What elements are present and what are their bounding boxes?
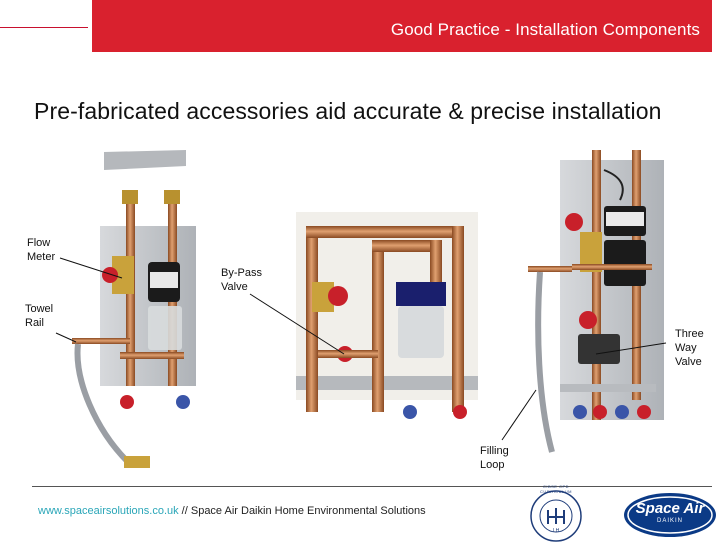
header-bar: Good Practice - Installation Components	[92, 0, 712, 52]
towel-rail-leader	[55, 332, 77, 343]
space-air-logo	[624, 493, 716, 537]
cibse-ring-text: CIBSE CPD CURRICULUM	[540, 484, 572, 494]
footer-company: Space Air Daikin Home Environmental Solu…	[190, 505, 426, 517]
cibse-mark: LH	[552, 528, 560, 534]
space-air-brand-text: Space Air DAIKIN	[624, 500, 716, 525]
flow-meter-label: Flow Meter	[27, 237, 56, 263]
flow-meter-leader	[59, 257, 123, 279]
cibse-cpd-logo	[530, 490, 582, 542]
filling-loop-leader	[501, 389, 537, 441]
three-way-valve-leader	[595, 342, 667, 355]
footer-separator: //	[178, 505, 191, 517]
middle-assembly-photo	[296, 212, 478, 419]
space-air-main: Space Air	[635, 500, 705, 517]
towel-rail-label: Towel Rail	[25, 303, 54, 329]
bypass-valve-leader	[249, 293, 345, 355]
footer-text: www.spaceairsolutions.co.uk // Space Air…	[38, 505, 426, 517]
right-assembly-photo	[528, 150, 664, 453]
slide-title: Good Practice - Installation Components	[390, 20, 700, 39]
three-way-valve-label: Three Way Valve	[675, 328, 704, 368]
space-air-sub: DAIKIN	[656, 518, 683, 524]
footer-rule	[32, 486, 712, 487]
slide-subtitle: Pre-fabricated accessories aid accurate …	[34, 98, 662, 124]
header-left-rule	[0, 27, 88, 28]
left-assembly-photo	[72, 150, 196, 468]
bypass-valve-label: By-Pass Valve	[221, 267, 262, 293]
filling-loop-label: Filling Loop	[480, 445, 509, 471]
website-link[interactable]: www.spaceairsolutions.co.uk	[38, 505, 179, 517]
